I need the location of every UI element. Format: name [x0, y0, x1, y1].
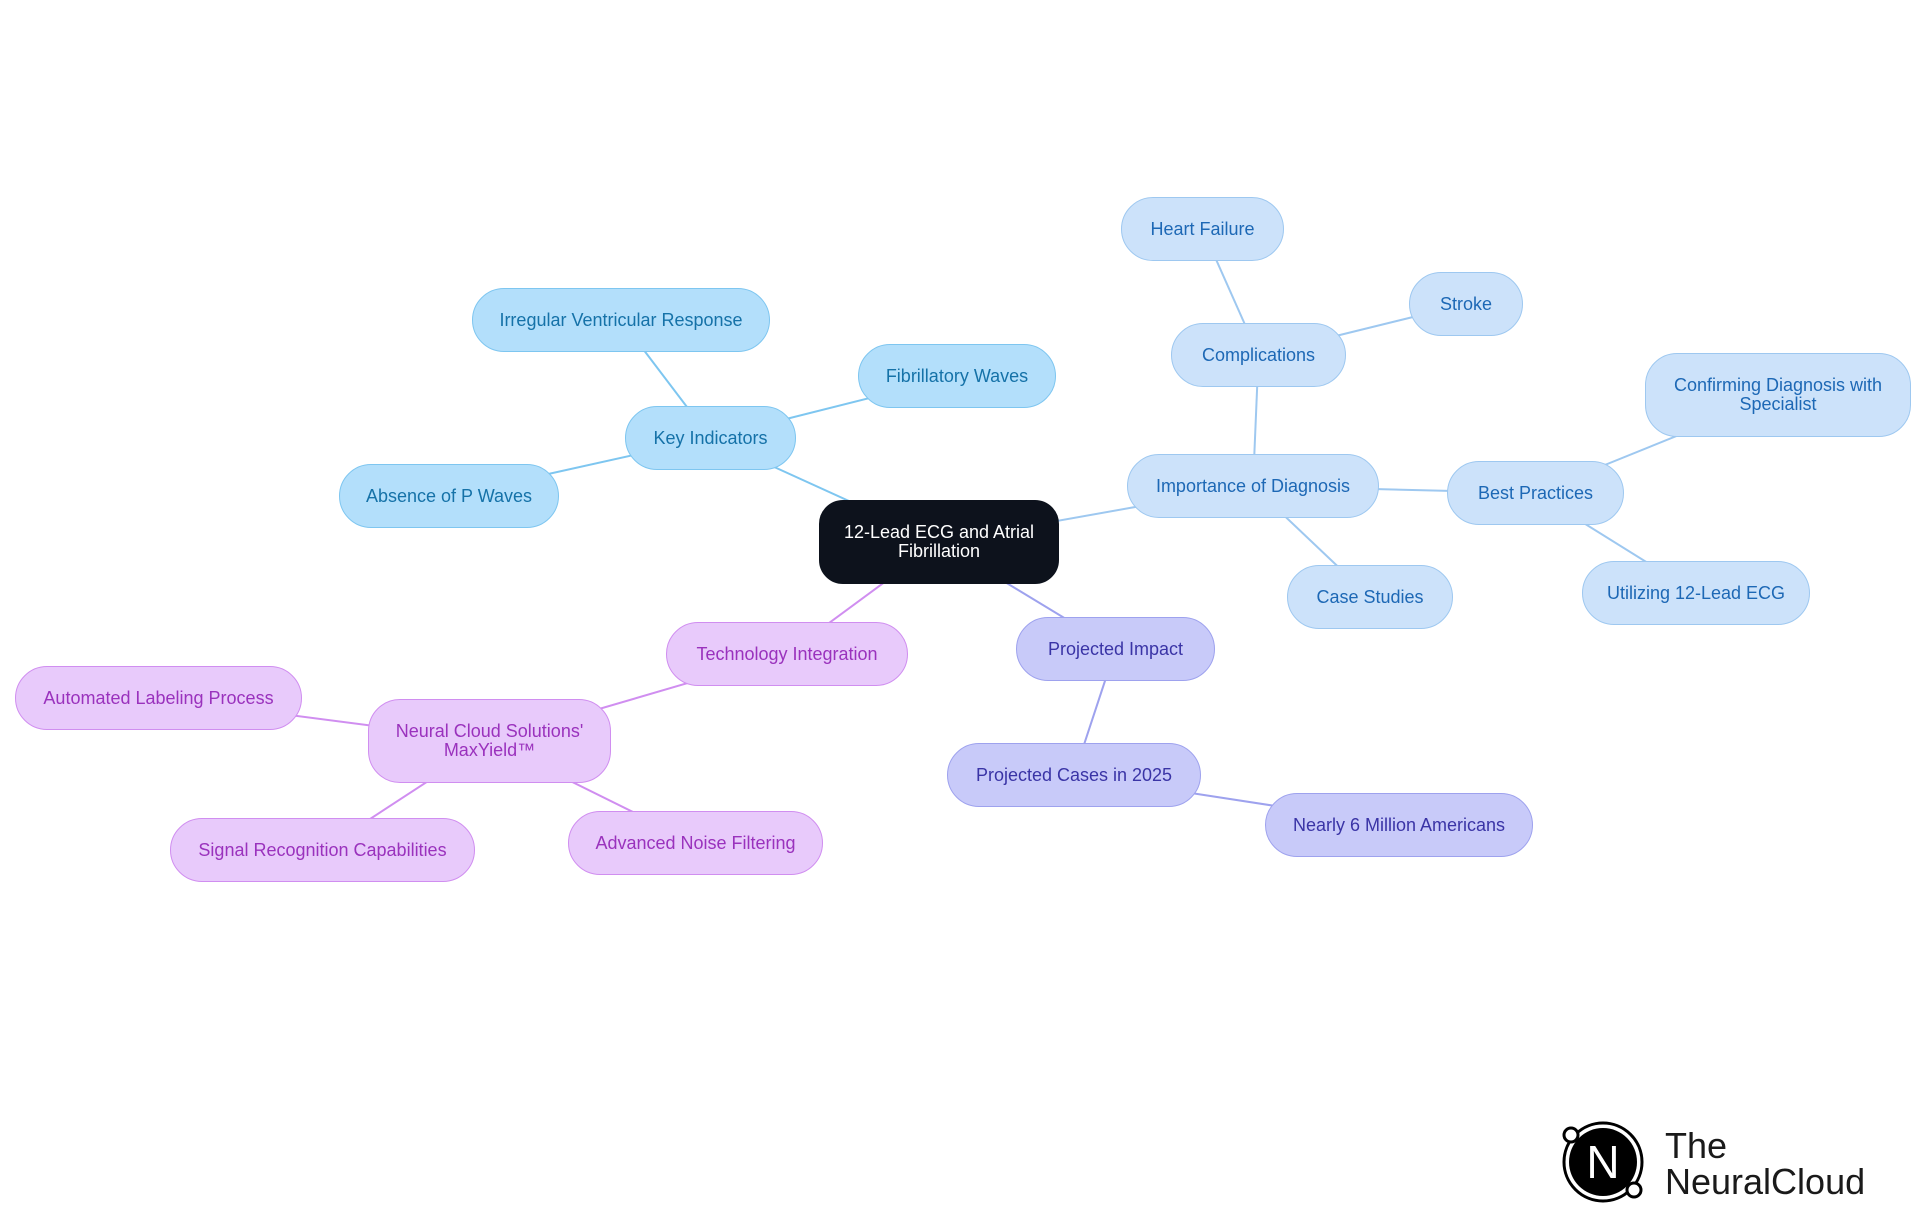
node-projected-impact: Projected Impact [1016, 617, 1215, 681]
node-absence-of-p-waves: Absence of P Waves [339, 464, 559, 528]
node-technology-integration: Technology Integration [666, 622, 908, 686]
node-complications: Complications [1171, 323, 1346, 387]
node-heart-failure: Heart Failure [1121, 197, 1284, 261]
node-fibrillatory-waves: Fibrillatory Waves [858, 344, 1056, 408]
node-stroke: Stroke [1409, 272, 1523, 336]
node-nearly-6-million-americans: Nearly 6 Million Americans [1265, 793, 1533, 857]
logo-line-1: The [1665, 1125, 1728, 1166]
logo-mark-icon: N [1562, 1121, 1644, 1203]
node-advanced-noise-filtering: Advanced Noise Filtering [568, 811, 823, 875]
node-key-indicators: Key Indicators [625, 406, 796, 470]
node-utilizing-12-lead-ecg: Utilizing 12-Lead ECG [1582, 561, 1810, 625]
node-automated-labeling-process: Automated Labeling Process [15, 666, 302, 730]
node-case-studies: Case Studies [1287, 565, 1453, 629]
logo-line-2: NeuralCloud [1665, 1161, 1866, 1202]
logo-mark-letter: N [1586, 1136, 1619, 1188]
logo-wordmark: The NeuralCloud [1665, 1128, 1865, 1200]
node-irregular-ventricular-response: Irregular Ventricular Response [472, 288, 770, 352]
node-best-practices: Best Practices [1447, 461, 1624, 525]
node-signal-recognition-capabilities: Signal Recognition Capabilities [170, 818, 475, 882]
root-node: 12-Lead ECG and Atrial Fibrillation [819, 500, 1059, 584]
node-confirming-diagnosis: Confirming Diagnosis with Specialist [1645, 353, 1911, 437]
neuralcloud-logo: N The NeuralCloud [1560, 1120, 1890, 1210]
node-projected-cases-2025: Projected Cases in 2025 [947, 743, 1201, 807]
node-importance-of-diagnosis: Importance of Diagnosis [1127, 454, 1379, 518]
node-maxyield: Neural Cloud Solutions' MaxYield™ [368, 699, 611, 783]
